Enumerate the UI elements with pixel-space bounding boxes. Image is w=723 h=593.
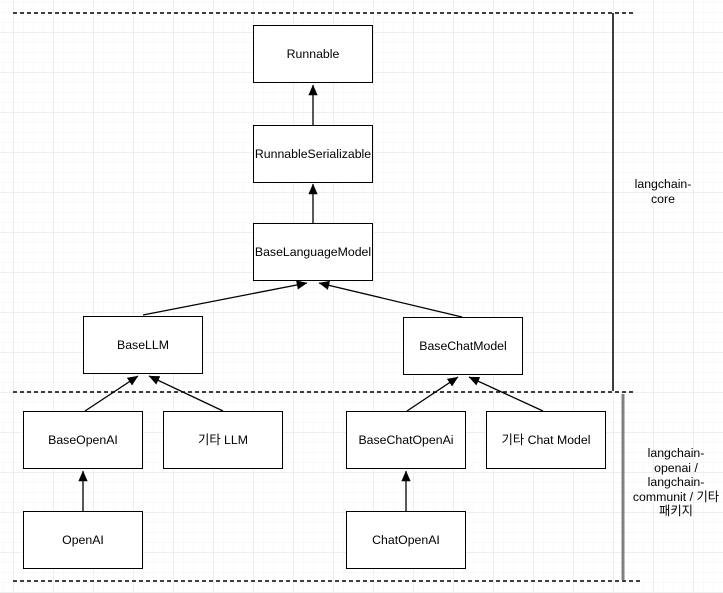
- node-base-chat-model: BaseChatModel: [403, 317, 523, 375]
- node-label: RunnableSerializable: [254, 146, 372, 161]
- edge-basechatopenai-to-basechatmodel: [406, 376, 459, 412]
- node-label: OpenAI: [62, 532, 104, 547]
- node-base-language-model: BaseLanguageModel: [253, 223, 373, 281]
- node-base-llm: BaseLLM: [83, 316, 203, 374]
- node-label: BaseLLM: [117, 337, 169, 352]
- edge-basellm-to-baselanguagemodel: [142, 280, 308, 316]
- node-openai: OpenAI: [23, 511, 143, 569]
- edge-etcllm-to-basellm: [148, 375, 224, 412]
- edge-baseopenai-to-basellm: [84, 375, 139, 412]
- node-etc-chat-model: 기타 Chat Model: [486, 411, 606, 469]
- node-label: BaseLanguageModel: [254, 244, 372, 259]
- node-label: ChatOpenAI: [372, 532, 440, 547]
- node-chat-openai: ChatOpenAI: [346, 511, 466, 569]
- node-runnable: Runnable: [253, 25, 373, 83]
- region-label-packages: langchain-openai / langchain-communit / …: [632, 446, 720, 518]
- node-label: BaseOpenAI: [48, 432, 118, 447]
- node-label: BaseChatModel: [419, 338, 507, 353]
- edge-basechatmodel-to-baselanguagemodel: [318, 280, 463, 318]
- node-runnable-serializable: RunnableSerializable: [253, 125, 373, 183]
- node-label: 기타 LLM: [198, 432, 248, 447]
- node-label: 기타 Chat Model: [501, 432, 591, 447]
- edge-etcchatmodel-to-basechatmodel: [468, 376, 544, 412]
- node-label: BaseChatOpenAi: [358, 432, 454, 447]
- node-base-openai: BaseOpenAI: [23, 411, 143, 469]
- region-label-langchain-core: langchain-core: [634, 177, 692, 206]
- node-label: Runnable: [286, 46, 340, 61]
- node-etc-llm: 기타 LLM: [163, 411, 283, 469]
- node-base-chat-openai: BaseChatOpenAi: [346, 411, 466, 469]
